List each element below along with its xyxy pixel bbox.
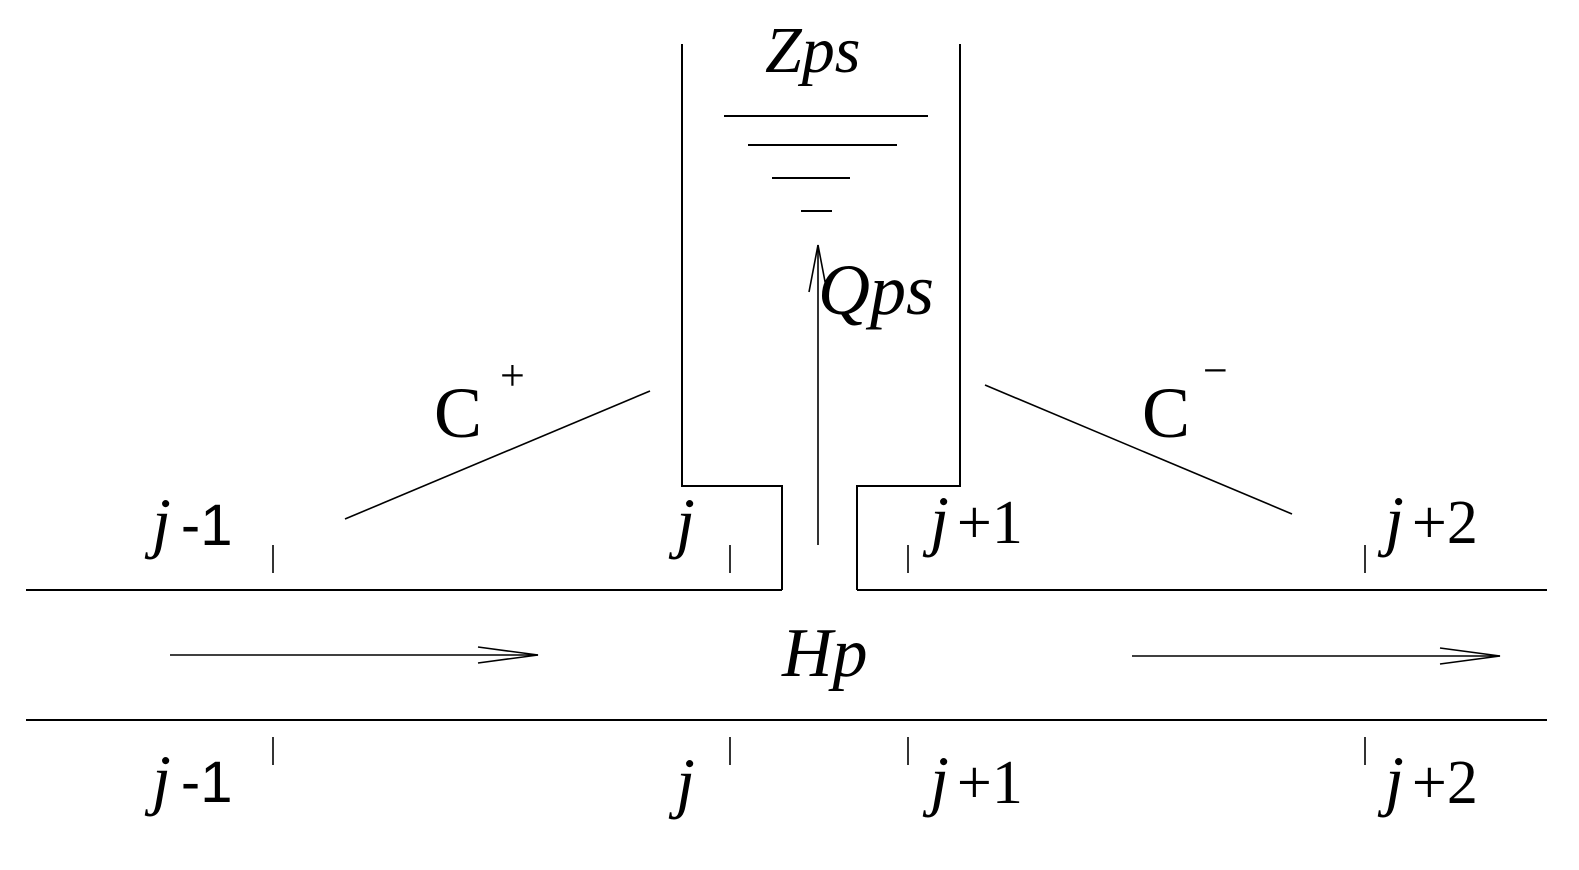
arrow-head-up [808,244,828,293]
characteristic-minus-line [984,384,1293,515]
surge-flow-arrow [808,244,828,545]
node-label-j-plus-1-upper: j+1 [922,482,1023,558]
pipe [26,589,1547,721]
node-label-j-upper: j [668,484,695,560]
characteristic-minus-letter: C [1142,373,1190,453]
characteristic-plus-letter: C [434,373,482,453]
surge-tank [681,44,961,590]
surface-level-label: Zps [765,14,860,87]
node-label-j-plus-2-upper: j+2 [1377,482,1478,558]
node-labels-upper: j-1 j j+1 j+2 [144,482,1478,560]
surge-flow-label: Qps [818,250,934,330]
water-surface-symbol [724,115,928,212]
node-label-j-lower: j [668,744,695,820]
characteristic-plus-sup: + [500,351,525,400]
node-label-j-plus-1-lower: j+1 [922,742,1023,818]
node-label-j-minus-1-upper: j-1 [144,484,232,560]
node-labels-lower: j-1 j j+1 j+2 [144,741,1478,820]
tank-left-wall [681,44,783,590]
pipe-flow-arrow-right [1132,647,1501,665]
junction-head-label: Hp [781,615,868,692]
node-label-j-minus-1-lower: j-1 [144,741,232,817]
node-ticks [272,545,1366,765]
node-label-j-plus-2-lower: j+2 [1377,742,1478,818]
characteristic-plus-line [344,390,651,520]
tank-right-wall [856,44,961,590]
pipe-flow-arrow-left [170,646,539,664]
characteristic-minus-sup: − [1203,346,1228,395]
